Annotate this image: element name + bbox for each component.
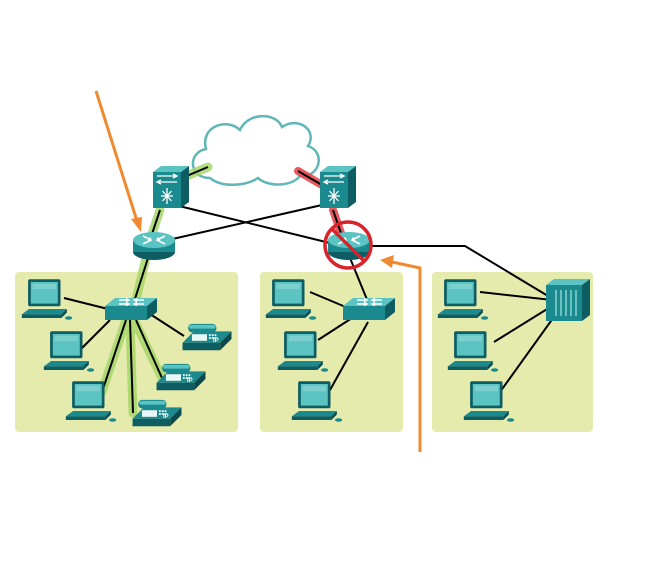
ip-phone-label: IP bbox=[187, 378, 193, 384]
server-rack-icon[interactable] bbox=[545, 278, 591, 322]
ip-phone-label: IP bbox=[163, 414, 169, 420]
ip-phone-2[interactable]: IP bbox=[156, 363, 206, 391]
multilayer-switch-left-icon[interactable] bbox=[152, 165, 190, 209]
callout-arrow-left bbox=[94, 90, 142, 232]
router-left-icon[interactable] bbox=[132, 231, 176, 261]
network-links bbox=[63, 166, 557, 414]
building-zone-left bbox=[15, 272, 238, 432]
callout-arrow-right bbox=[380, 255, 422, 452]
switch-middle-icon[interactable] bbox=[342, 297, 396, 321]
blocked-icon bbox=[323, 220, 373, 270]
cloud-icon bbox=[191, 114, 320, 186]
multilayer-switch-right-icon[interactable] bbox=[319, 165, 357, 209]
ip-phone-1[interactable]: IP bbox=[182, 323, 232, 351]
ip-phone-3[interactable]: IP bbox=[132, 399, 182, 427]
switch-left-icon[interactable] bbox=[104, 297, 158, 321]
ip-phone-label: IP bbox=[213, 338, 219, 344]
